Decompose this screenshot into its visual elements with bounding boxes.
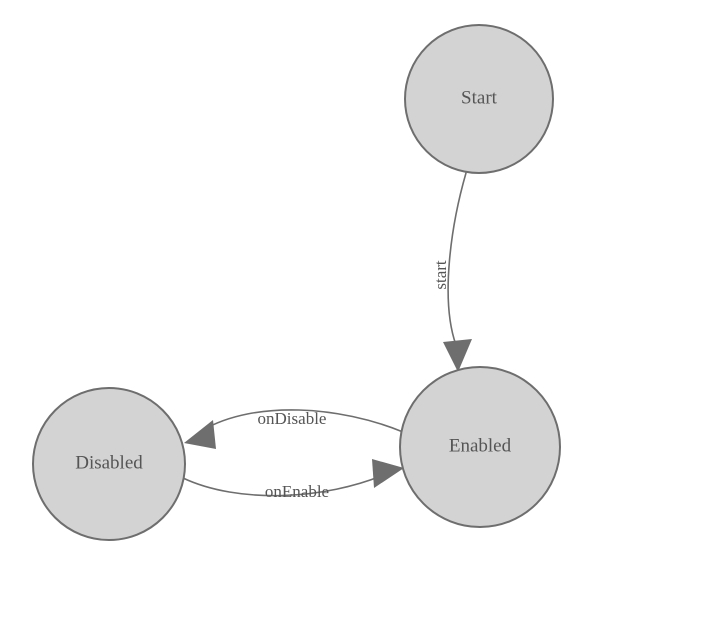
node-enabled[interactable]: Enabled: [399, 366, 561, 528]
edge-start-to-enabled-arrowhead: [443, 339, 472, 372]
edge-start-to-enabled[interactable]: start: [431, 172, 472, 372]
node-start[interactable]: Start: [404, 24, 554, 174]
edge-enabled-to-disabled-path: [202, 409, 404, 433]
node-enabled-circle: [399, 366, 561, 528]
edge-label-ondisable: onDisable: [258, 409, 327, 428]
edge-disabled-to-enabled-path: [182, 473, 387, 497]
node-disabled[interactable]: Disabled: [32, 387, 186, 541]
edge-enabled-to-disabled-arrowhead: [184, 420, 216, 449]
node-start-circle: [404, 24, 554, 174]
node-start-label: Start: [461, 87, 498, 108]
edge-disabled-to-enabled-arrowhead: [372, 459, 404, 488]
edge-disabled-to-enabled[interactable]: onEnable: [182, 459, 404, 501]
edge-label-onenable: onEnable: [265, 482, 329, 501]
node-disabled-label: Disabled: [75, 452, 143, 473]
edge-start-to-enabled-path: [447, 172, 467, 346]
node-disabled-circle: [32, 387, 186, 541]
edge-label-start: start: [431, 260, 450, 290]
edge-enabled-to-disabled[interactable]: onDisable: [184, 409, 404, 449]
node-enabled-label: Enabled: [449, 435, 512, 456]
